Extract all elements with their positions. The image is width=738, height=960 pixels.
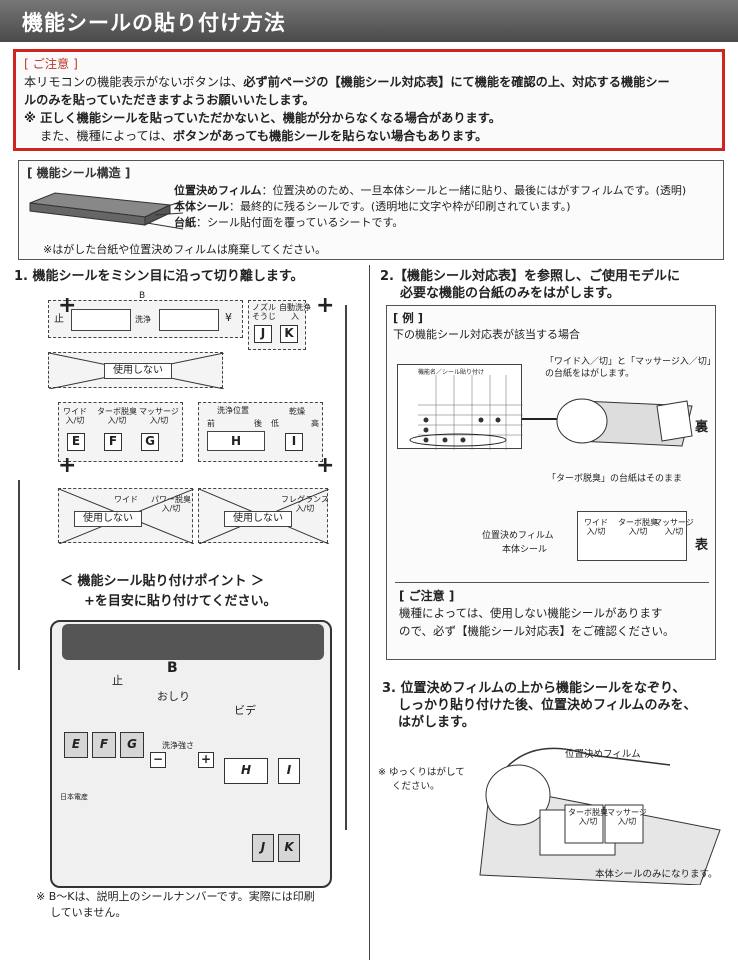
- step3-sticker-2: マッサージ 入/切: [607, 808, 647, 826]
- remote-i: I: [278, 758, 300, 784]
- unused-sticker-2: ワイド パワー脱臭 入/切 使用しない: [58, 488, 194, 544]
- peel-illustration: [556, 398, 693, 447]
- caution-box: [ ご注意 ] 本リモコンの機能表示がないボタンは、必ず前ページの【機能シール対…: [13, 49, 725, 151]
- caution-line-4: また、機種によっては、ボタンがあっても機能シールを貼らない場合もあります。: [40, 129, 488, 143]
- turbo-note: 「ターボ脱臭」の台紙はそのまま: [547, 474, 683, 484]
- step3-body-only: 本体シールのみになります。: [595, 869, 718, 880]
- front-label: 表: [695, 538, 709, 553]
- caution-line-1: 本リモコンの機能表示がないボタンは、必ず前ページの【機能シール対応表】にて機能を…: [24, 75, 670, 89]
- sticker-sheet: B 止 洗浄 ¥ ノズル そうじ 自動洗浄 入 J K 使用しない ワイド 入/…: [30, 290, 355, 555]
- body-label: 本体シール: [502, 545, 548, 555]
- sticker-hi: 洗浄位置 前 後 低 乾燥 高 H I: [198, 402, 323, 462]
- step2-caution: [ ご注意 ] 機種によっては、使用しない機能シールがあります ので、必ず【機能…: [395, 582, 709, 638]
- caution-heading: [ ご注意 ]: [24, 57, 78, 71]
- step3-sticker-1: ターボ脱臭 入/切: [568, 808, 608, 826]
- remote-minus: −: [150, 752, 166, 768]
- caution-line-2: ルのみを貼っていただきますようお願いいたします。: [24, 93, 315, 107]
- peel-note: 「ワイド入／切」と「マッサージ入／切」 の台紙をはがします。: [545, 357, 716, 379]
- correspondence-table: 機能名／シール貼り付け: [397, 364, 523, 450]
- example-box: [ 例 ] 下の機能シール対応表が該当する場合 機能名／シール貼り付け 「ワイド…: [386, 305, 716, 660]
- sticker-e: E: [67, 433, 85, 451]
- sticker-jk: ノズル そうじ 自動洗浄 入 J K: [248, 300, 311, 350]
- film-label: 位置決めフィルム: [482, 531, 554, 541]
- remote-e: E: [64, 732, 88, 758]
- caution-line-3: ※ 正しく機能シールを貼っていただかないと、機能が分からなくなる場合があります。: [24, 111, 501, 125]
- step1-title: 1. 機能シールをミシン目に沿って切り離します。: [14, 269, 304, 284]
- body-desc: 本体シール：最終的に残るシールです。(透明地に文字や枠が印刷されています。): [174, 200, 571, 213]
- sticker-h: H: [207, 431, 265, 451]
- front-sticker: ワイド 入/切 ターボ脱臭 入/切 マッサージ 入/切: [577, 511, 694, 561]
- sticker-layers-illustration: [29, 192, 184, 230]
- column-divider: [369, 265, 370, 960]
- sticker-b: B 止 洗浄 ¥: [48, 292, 243, 338]
- sticker-j: J: [254, 325, 272, 343]
- unused-sticker-3: フレグランス 入/切 使用しない: [198, 488, 329, 544]
- remote-plus: +: [198, 752, 214, 768]
- step3-note-1: ※ ゆっくりはがして: [378, 767, 465, 778]
- structure-box: [ 機能シール構造 ] 位置決めフィルム：位置決めのため、一旦本体シールと一緒に…: [18, 160, 724, 260]
- step3-note-2: ください。: [392, 781, 440, 792]
- remote-j: J: [252, 834, 274, 862]
- sticker-f: F: [104, 433, 122, 451]
- page-title: 機能シールの貼り付け方法: [22, 11, 286, 35]
- step3-film-label: 位置決めフィルム: [565, 749, 641, 760]
- discard-note: ※はがした台紙や位置決めフィルムは廃棄してください。: [43, 243, 327, 256]
- structure-heading: [ 機能シール構造 ]: [27, 166, 131, 180]
- remote-h: H: [224, 758, 268, 784]
- step3-illustration: [479, 747, 721, 885]
- step3-title-1: 3. 位置決めフィルムの上から機能シールをなぞり、: [382, 681, 686, 696]
- page-header: 機能シールの貼り付け方法: [0, 0, 738, 42]
- remote-illustration: B 止 おしり ビデ E F G 洗浄強さ − + H I J K 日本電産: [50, 620, 332, 888]
- sticker-k: K: [280, 325, 298, 343]
- point-line-2: +を目安に貼り付けてください。: [84, 594, 277, 609]
- remote-g: G: [120, 732, 144, 758]
- sticker-efg: ワイド 入/切 ターボ脱臭 入/切 マッサージ 入/切 E F G: [58, 402, 183, 462]
- sticker-g: G: [141, 433, 159, 451]
- step3-title-2: しっかり貼り付けた後、位置決めフィルムのみを、: [398, 698, 697, 713]
- remote-f: F: [92, 732, 116, 758]
- step2-title-1: 2.【機能シール対応表】を参照し、ご使用モデルに: [380, 269, 680, 284]
- point-line-1: ＜ 機能シール貼り付けポイント ＞: [60, 574, 265, 589]
- footnote-2: していません。: [50, 906, 127, 919]
- back-label: 裏: [695, 420, 709, 435]
- step2-title-2: 必要な機能の台紙のみをはがします。: [400, 286, 620, 301]
- sticker-i: I: [285, 433, 303, 451]
- step3-title-3: はがします。: [398, 715, 475, 730]
- footnote-1: ※ B〜Kは、説明上のシールナンバーです。実際には印刷: [36, 890, 315, 903]
- remote-k: K: [278, 834, 300, 862]
- unused-sticker-1: 使用しない: [48, 352, 224, 389]
- base-desc: 台紙：シール貼付面を覆っているシートです。: [174, 216, 404, 229]
- film-desc: 位置決めフィルム：位置決めのため、一旦本体シールと一緒に貼り、最後にはがすフィル…: [174, 184, 687, 197]
